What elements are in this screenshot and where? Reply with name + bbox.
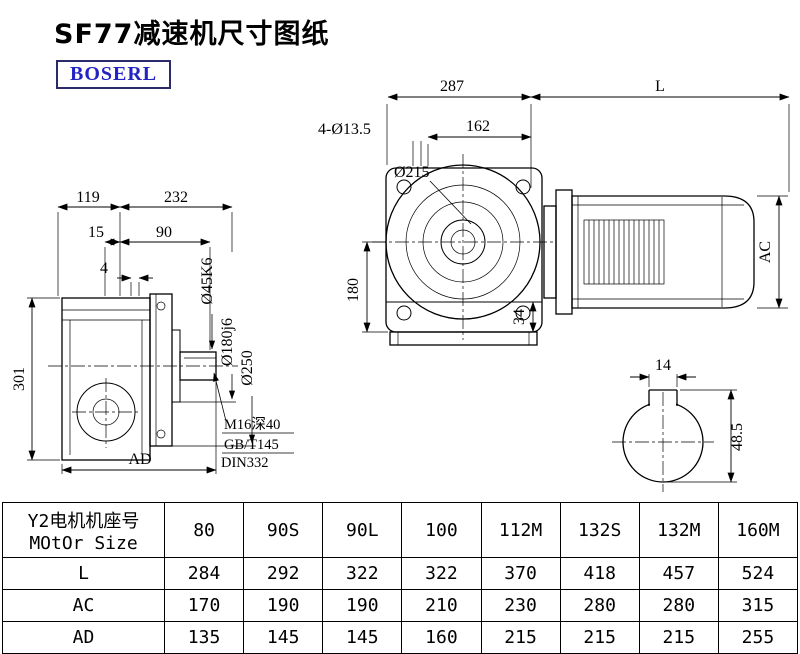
- table-row: AC 170 190 190 210 230 280 280 315: [2, 589, 799, 622]
- dim-301-label: 301: [11, 367, 28, 391]
- dim-15-label: 15: [88, 224, 104, 241]
- header-label-en: MOtOr Size: [29, 532, 138, 554]
- dim-flange-dia-label: Ø250: [239, 350, 256, 386]
- value-cell: 160: [401, 621, 482, 654]
- row-label: L: [2, 557, 165, 590]
- value-cell: 255: [717, 621, 799, 654]
- header-cell: 112M: [480, 502, 561, 558]
- value-cell: 170: [163, 589, 245, 622]
- row-label: AC: [2, 589, 165, 622]
- value-cell: 418: [559, 557, 640, 590]
- bolt-hole: [396, 305, 412, 321]
- value-cell: 457: [638, 557, 719, 590]
- header-label-cn: Y2电机机座号: [27, 510, 140, 532]
- dim-215-label: Ø215: [394, 164, 430, 181]
- value-cell: 210: [401, 589, 482, 622]
- output-flange: [149, 293, 173, 447]
- value-cell: 370: [480, 557, 561, 590]
- dim-34-label: 34: [511, 309, 528, 325]
- bolt-hole: [396, 179, 412, 195]
- header-cell: 160M: [717, 502, 799, 558]
- value-cell: 215: [638, 621, 719, 654]
- header-cell: 100: [401, 502, 482, 558]
- value-cell: 190: [243, 589, 324, 622]
- dim-180-label: 180: [345, 278, 362, 302]
- motor-size-table: Y2电机机座号 MOtOr Size 80 90S 90L 100 112M 1…: [2, 502, 799, 654]
- value-cell: 315: [717, 589, 799, 622]
- boserl-logo: BOSERL: [56, 60, 172, 89]
- value-cell: 215: [480, 621, 561, 654]
- note-din-label: DIN332: [221, 455, 269, 471]
- value-cell: 190: [322, 589, 403, 622]
- motor-flange: [555, 189, 573, 315]
- side-view-drawing: 119 232 15 90 4 301 AD Ø45K6 Ø180j6 Ø250…: [11, 189, 294, 474]
- value-cell: 135: [163, 621, 245, 654]
- value-cell: 284: [163, 557, 245, 590]
- shaft-section-drawing: 14 48.5: [612, 357, 746, 492]
- value-cell: 230: [480, 589, 561, 622]
- dim-shaft-dia-label: Ø45K6: [199, 257, 216, 304]
- value-cell: 280: [559, 589, 640, 622]
- row-label: AD: [2, 621, 165, 654]
- dim-119-label: 119: [76, 189, 99, 206]
- gearbox-base: [389, 331, 538, 346]
- value-cell: 322: [322, 557, 403, 590]
- dim-bolt-holes-label: 4-Ø13.5: [318, 121, 371, 138]
- header-cell: 80: [163, 502, 245, 558]
- dim-162-label: 162: [466, 118, 490, 135]
- dim-l-label: L: [655, 78, 665, 95]
- dim-ad-label: AD: [128, 451, 151, 468]
- table-header-row: Y2电机机座号 MOtOr Size 80 90S 90L 100 112M 1…: [2, 502, 799, 558]
- motor-adapter: [543, 205, 557, 299]
- dim-spigot-dia-label: Ø180j6: [219, 318, 236, 366]
- front-view-drawing: 287 L 162 4-Ø13.5 Ø215 180 34 AC: [318, 78, 790, 346]
- header-cell: 90L: [322, 502, 403, 558]
- output-shaft: [179, 351, 217, 381]
- table-header-label: Y2电机机座号 MOtOr Size: [2, 502, 165, 558]
- keyway-slot: [648, 389, 678, 406]
- value-cell: 215: [559, 621, 640, 654]
- note-tap-label: M16深40: [224, 416, 280, 433]
- dim-48-5-label: 48.5: [729, 423, 746, 451]
- header-cell: 132S: [559, 502, 640, 558]
- page-title: SF77减速机尺寸图纸: [54, 19, 330, 50]
- value-cell: 280: [638, 589, 719, 622]
- header-cell: 132M: [638, 502, 719, 558]
- value-cell: 145: [322, 621, 403, 654]
- dim-14-label: 14: [655, 357, 671, 374]
- value-cell: 292: [243, 557, 324, 590]
- value-cell: 145: [243, 621, 324, 654]
- table-row: AD 135 145 145 160 215 215 215 255: [2, 621, 799, 654]
- technical-drawing: 119 232 15 90 4 301 AD Ø45K6 Ø180j6 Ø250…: [11, 78, 790, 492]
- value-cell: 322: [401, 557, 482, 590]
- dim-ac-label: AC: [757, 241, 774, 263]
- bolt-hole: [515, 179, 531, 195]
- dim-4-label: 4: [100, 260, 108, 277]
- dim-232-label: 232: [164, 189, 188, 206]
- value-cell: 524: [717, 557, 799, 590]
- table-row: L 284 292 322 322 370 418 457 524: [2, 557, 799, 590]
- note-gb-label: GB/T145: [224, 437, 279, 453]
- header-cell: 90S: [243, 502, 324, 558]
- dim-90-label: 90: [156, 224, 172, 241]
- motor-body: [571, 195, 755, 309]
- dim-287-label: 287: [440, 78, 464, 95]
